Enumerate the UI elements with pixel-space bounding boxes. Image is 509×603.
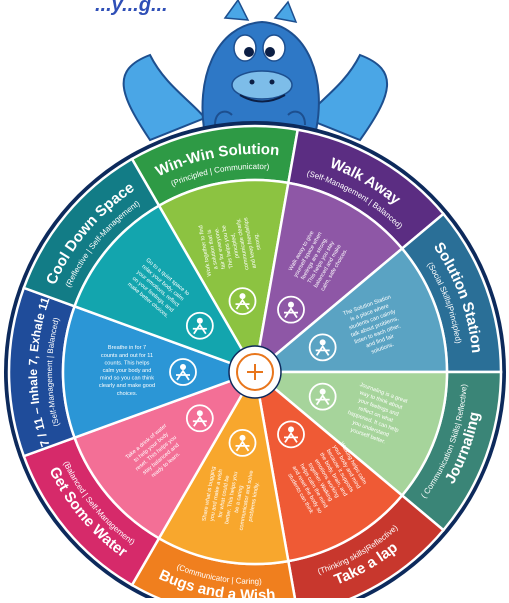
- banner-title: ...y...g...: [95, 0, 168, 16]
- breathing-head-icon: [169, 358, 197, 386]
- wheel-segment-2: Walk Away(Self-Management | Balanced)Wal…: [253, 128, 446, 376]
- walking-lap-icon: [277, 420, 305, 449]
- segment-body-text: Journaling is a greatway to think abouty…: [342, 381, 410, 448]
- bug-icon: [228, 429, 257, 457]
- walking-person-icon: [277, 295, 305, 324]
- center-hub: [228, 345, 282, 399]
- wheel-segment-3: Solution Station(Social Skills|Principle…: [251, 212, 503, 374]
- water-glass-icon: [185, 404, 214, 433]
- segment-inner-panel: [72, 204, 258, 375]
- handshake-icon: [228, 287, 257, 315]
- chat-bubbles-icon: [308, 333, 337, 362]
- wheel-segment-1: Win-Win Solution(Principled | Communicat…: [130, 124, 300, 376]
- segment-body-text: The Solution Stationis a place wherestud…: [342, 294, 407, 360]
- segment-body-text: Walking helps calmyour body and mindbeca…: [284, 439, 369, 519]
- wheel-segment-9: Cool Down Space(Reflective | Self-Manage…: [22, 157, 258, 375]
- journal-pen-icon: [308, 382, 337, 411]
- wheel-segment-5: Take a lap(Thinking skills|Reflective)Wa…: [253, 368, 446, 603]
- wheel-segment-4: Journaling( Communication Skills| Reflec…: [251, 370, 503, 532]
- segment-body-text: Share what is buggingyou and make a wish…: [201, 464, 262, 533]
- dragon-mascot-icon: [122, 0, 388, 142]
- meditation-person-icon: [185, 311, 214, 340]
